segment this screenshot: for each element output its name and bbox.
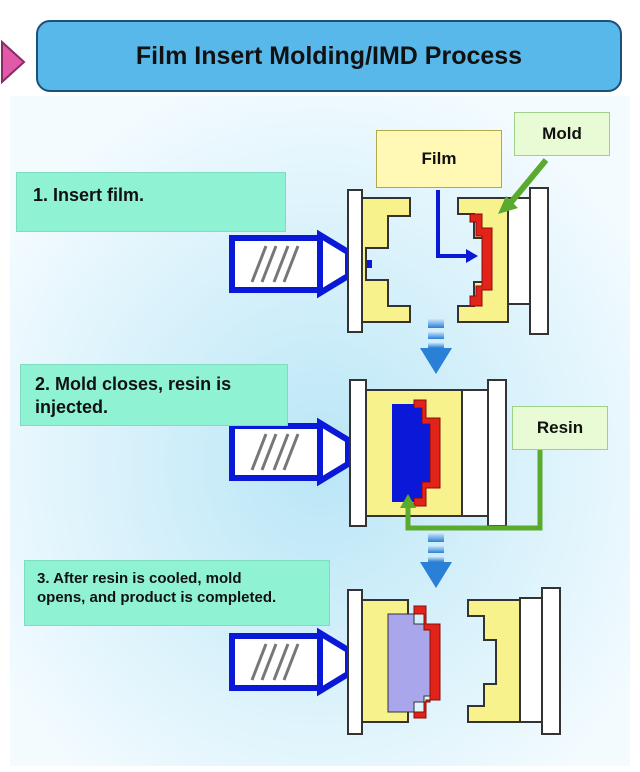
stage-1-diagram — [229, 158, 549, 335]
resin-callout: Resin — [512, 406, 608, 450]
step-2-line-2: injected. — [35, 397, 109, 417]
stage-2-diagram — [229, 379, 543, 531]
mold-right-half — [457, 187, 549, 335]
film-insert — [469, 213, 493, 307]
step-1-text: 1. Insert film. — [33, 185, 145, 205]
stage-3-diagram — [229, 587, 561, 735]
finished-product — [387, 605, 441, 719]
title-banner: Film Insert Molding/IMD Process — [36, 20, 622, 92]
step-2-label: 2. Mold closes, resin is injected. — [20, 364, 288, 426]
mold-arrow — [505, 158, 549, 208]
mold-callout: Mold — [514, 112, 610, 156]
film-arrow — [436, 190, 466, 258]
mold-right-half — [467, 587, 561, 735]
step-1-label: 1. Insert film. — [16, 172, 286, 232]
down-arrow-icon — [420, 318, 452, 374]
down-arrow-icon — [420, 532, 452, 588]
step-3-line-2: opens, and product is completed. — [37, 589, 277, 606]
resin-fill — [392, 404, 430, 502]
resin-arrow — [405, 450, 543, 531]
page-title: Film Insert Molding/IMD Process — [135, 41, 523, 70]
mold-left-half — [347, 189, 411, 333]
step-3-label: 3. After resin is cooled, mold opens, an… — [24, 560, 330, 626]
step-3-line-1: 3. After resin is cooled, mold — [37, 570, 242, 587]
step-2-line-1: 2. Mold closes, resin is — [35, 374, 232, 394]
pointer-icon — [1, 40, 26, 84]
film-callout: Film — [376, 130, 502, 188]
